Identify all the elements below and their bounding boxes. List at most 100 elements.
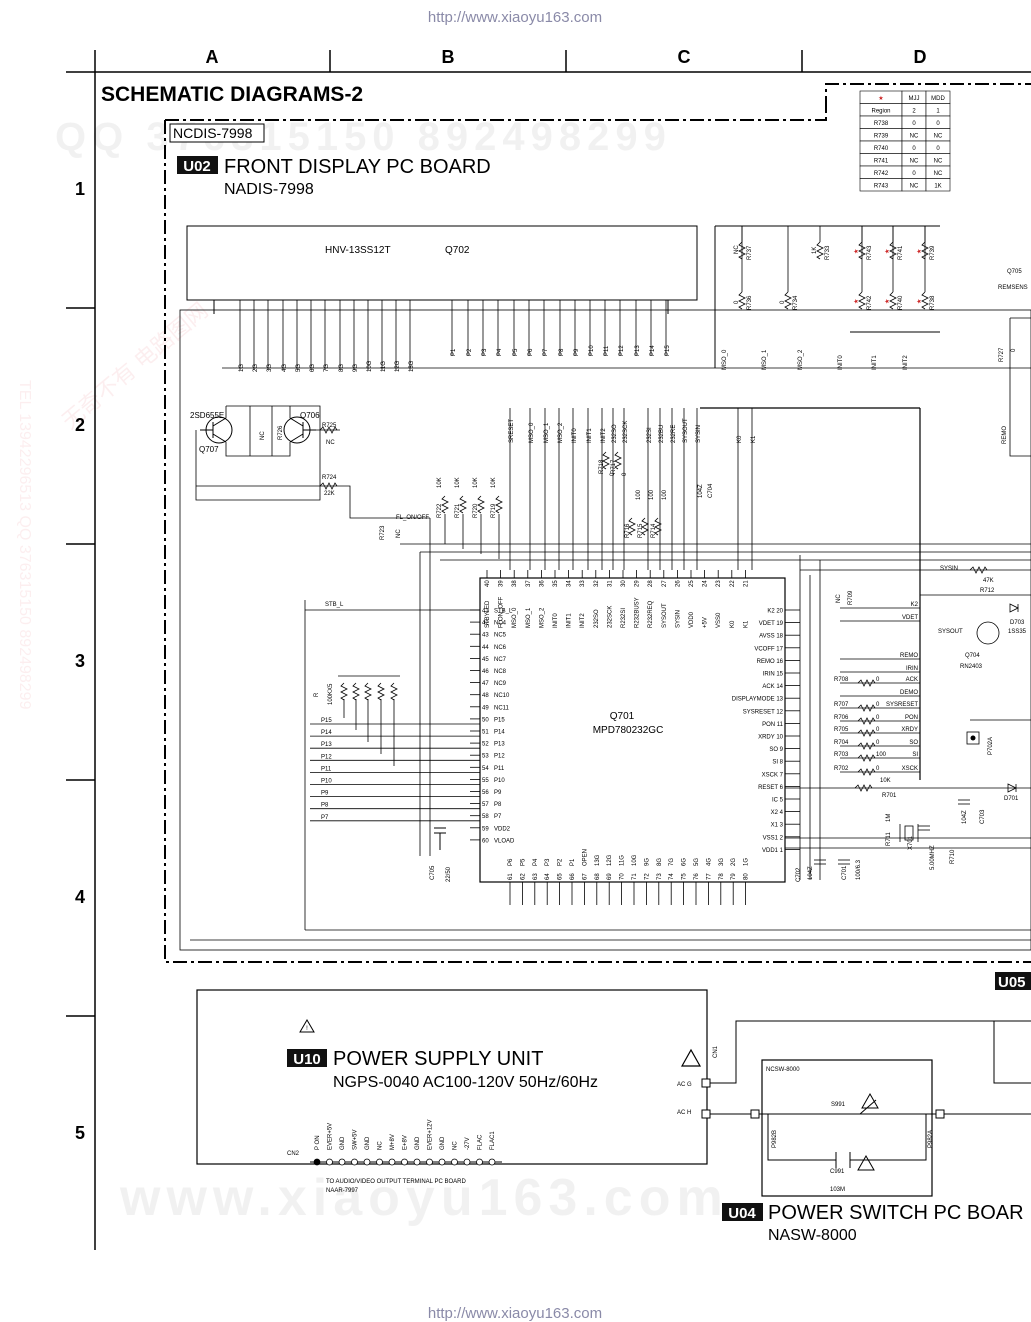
psu-pin-9 xyxy=(426,1158,433,1166)
table-cell-text: MJJ xyxy=(909,96,920,102)
table-cell-text: 1K xyxy=(934,184,941,190)
ic-left-pin-num-41: 41 xyxy=(482,609,489,615)
psu-pin-label-4: GND xyxy=(365,1136,371,1150)
c705-val: 22/50 xyxy=(446,866,452,882)
msx-INIT1: INIT1 xyxy=(872,355,878,370)
ic-top-pin-num-24: 24 xyxy=(703,580,709,587)
c705-ref: C705 xyxy=(430,865,436,880)
p702a-ref: P702A xyxy=(988,737,994,755)
p982a-ref: P982A xyxy=(928,1130,934,1148)
bus-label-232RE: 232RE xyxy=(671,425,677,443)
psu-pin-label-8: GND xyxy=(415,1136,421,1150)
ic-bottom-pin-num-71: 71 xyxy=(632,873,638,880)
bus-label-232BU: 232BU xyxy=(659,425,665,443)
vfd-seg-P5: P5 xyxy=(513,348,519,356)
psu-pin-2 xyxy=(338,1158,346,1166)
c991-val: 103M xyxy=(830,1187,845,1193)
table-cell-text: 0 xyxy=(936,121,940,127)
vfd-seg-P8: P8 xyxy=(559,348,565,356)
ic-left-pin-name-47: NC9 xyxy=(494,681,507,687)
ic-bottom-pin-num-76: 76 xyxy=(694,873,700,880)
ic-bottom-pin-name-62: P5 xyxy=(520,858,526,866)
table-cell-text: 2 xyxy=(912,109,916,115)
ic-right-pin-15: IRIN 15 xyxy=(763,672,784,678)
ic-bottom-pin-name-64: P3 xyxy=(545,858,551,866)
ic-top-pin-name-22: K0 xyxy=(730,620,736,628)
p982a-terminal xyxy=(935,1109,945,1119)
pull-val-R721: 10K xyxy=(455,477,461,488)
series-ref-R716: R716 xyxy=(625,523,631,538)
ic-top-pin-name-35: INIT0 xyxy=(553,613,559,628)
ic-bottom-pin-name-68: 13G xyxy=(595,854,601,866)
psu-pin-5 xyxy=(376,1158,383,1166)
psu-note1: TO AUDIO/VIDEO OUTPUT TERMINAL PC BOARD xyxy=(326,1179,466,1185)
series-ref-R714: R714 xyxy=(651,523,657,538)
fl-on-off: FL_ON/OFF xyxy=(396,515,429,521)
bus-label-K0: K0 xyxy=(737,435,743,443)
r726-val: NC xyxy=(260,431,266,440)
p-left-P11: P11 xyxy=(321,766,332,772)
r727-val: 0 xyxy=(1011,348,1017,352)
table-cell-text: R739 xyxy=(874,134,889,140)
ic-top-pin-num-27: 27 xyxy=(662,580,668,587)
ic-left-pin-name-43: NC5 xyxy=(494,633,507,639)
ic-top-pin-num-25: 25 xyxy=(689,580,695,587)
ic-right-pin-3: X1 3 xyxy=(771,823,784,829)
r724-r725-symbols xyxy=(319,426,338,490)
table-cell-text: MDD xyxy=(931,96,945,102)
r725-ref: R725 xyxy=(322,423,337,429)
table-cell-text: R740 xyxy=(874,146,889,152)
ic-left-pin-name-57: P8 xyxy=(494,802,502,808)
series-ref-R718: R718 xyxy=(599,459,605,474)
pullup-R734 xyxy=(784,291,792,310)
psu-pin-12 xyxy=(463,1158,471,1166)
transistor-q707 xyxy=(200,416,233,444)
bg-watermark-tel: TEL 13942296513 QQ 376315150 892498299 xyxy=(16,380,33,710)
bus-label-MSO_1: MSO_1 xyxy=(544,422,550,443)
ic-left-pin-name-41: STB_L xyxy=(494,609,513,615)
vfd-seg-P3: P3 xyxy=(482,348,488,356)
series-val-R715: 100 xyxy=(649,489,655,500)
ic-left-pin-name-53: P12 xyxy=(494,754,505,760)
vfd-grid-11G: 11G xyxy=(381,361,387,372)
net-SYSRESET: SYSRESET xyxy=(886,702,918,708)
q706-ref: Q706 xyxy=(300,411,320,420)
column-header-A: A xyxy=(206,47,219,67)
r727-ref: R727 xyxy=(999,347,1005,362)
ic-bottom-pin-num-61: 61 xyxy=(508,873,514,880)
column-header-C: C xyxy=(678,47,691,67)
ic-right-pin-1: VDD1 1 xyxy=(762,848,784,854)
pull-val-R720: 10K xyxy=(473,477,479,488)
psu-pin-label-1: EVER+5V xyxy=(328,1123,334,1150)
switch-board-tag: NCSW-8000 xyxy=(766,1067,800,1073)
pullup-ref-R743: R743 xyxy=(867,245,873,260)
row-header-5: 5 xyxy=(75,1123,85,1143)
ic-bottom-pin-num-75: 75 xyxy=(682,873,688,880)
ic-right-pin-13: DISPLAYMODE 13 xyxy=(732,697,784,703)
vfd-seg-P2: P2 xyxy=(467,348,473,356)
d701-ref: D701 xyxy=(1004,796,1019,802)
c991-ref: C991 xyxy=(830,1169,845,1175)
table-cell-text: R738 xyxy=(874,121,889,127)
switch-board-model: NASW-8000 xyxy=(768,1227,857,1244)
psu-pin-6 xyxy=(388,1158,396,1166)
c702-val: 104Z xyxy=(808,866,814,880)
pull-val-R722: 10K xyxy=(437,477,443,488)
r723-val: NC xyxy=(396,529,402,538)
ic-left-pin-name-58: P7 xyxy=(494,814,502,820)
table-cell-text: ★ xyxy=(878,95,883,102)
msx-INIT0: INIT0 xyxy=(838,355,844,370)
ic-left-pin-num-53: 53 xyxy=(482,754,489,760)
x701-val: 5.00MHZ xyxy=(930,845,936,870)
vfd-seg-P9: P9 xyxy=(574,348,580,356)
c704-val: 104Z xyxy=(698,484,704,498)
ic-bottom-pin-name-75: 6G xyxy=(682,858,688,866)
bus-label-K1: K1 xyxy=(751,435,757,443)
ic-left-pin-name-51: P14 xyxy=(494,730,505,736)
psu-pin-label-14: FLAC1 xyxy=(490,1131,496,1150)
ic-top-pin-name-34: INIT1 xyxy=(567,613,573,628)
right-side-vertical-traces xyxy=(785,555,1031,880)
